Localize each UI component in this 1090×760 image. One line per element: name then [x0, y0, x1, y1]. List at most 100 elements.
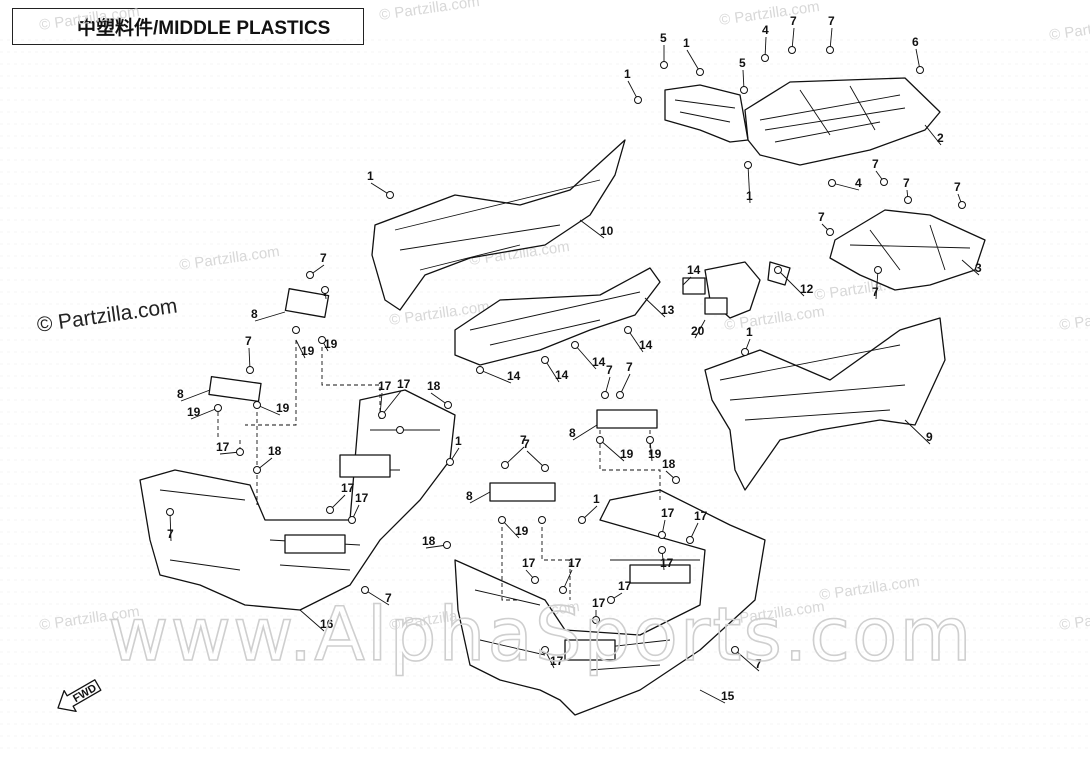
callout-number: 19 — [301, 344, 315, 358]
fastener-bolt — [559, 586, 567, 594]
fastener-bolt — [476, 366, 484, 374]
leader-line — [694, 319, 706, 339]
fastener-bolt — [326, 506, 334, 514]
part-3-plate — [829, 209, 986, 291]
leader-line — [544, 359, 560, 383]
callout-number: 4 — [855, 176, 862, 190]
fastener-bolt — [916, 66, 924, 74]
fastener-bolt — [774, 266, 782, 274]
fastener-bolt — [761, 54, 769, 62]
callout-number: 1 — [683, 36, 690, 50]
callout-number: 5 — [660, 31, 667, 45]
callout-number: 4 — [762, 23, 769, 37]
fastener-bolt — [686, 536, 694, 544]
callout-number: 1 — [624, 67, 631, 81]
fastener-bolt — [386, 191, 394, 199]
fastener-bolt — [498, 516, 506, 524]
fastener-bolt — [828, 179, 836, 187]
watermark-partzilla: © Partzilla.com — [718, 0, 820, 29]
fastener-bolt — [596, 436, 604, 444]
fastener-bolt — [538, 516, 546, 524]
leader-line — [256, 404, 281, 416]
fastener-bolt — [958, 201, 966, 209]
fastener-bolt — [236, 448, 244, 456]
callout-number: 7 — [167, 527, 174, 541]
callout-number: 20 — [691, 324, 705, 338]
leader-line — [504, 446, 525, 466]
fastener-bolt — [826, 228, 834, 236]
fastener-bolt — [253, 466, 261, 474]
callout-number: 17 — [355, 491, 369, 505]
diagram-title-text: 中塑料件/MIDDLE PLASTICS — [77, 18, 331, 39]
callout-number: 16 — [320, 617, 334, 631]
leader-line — [526, 450, 546, 469]
fasteners — [166, 46, 966, 654]
leader-line — [734, 649, 760, 672]
callout-number: 1 — [367, 169, 374, 183]
callout-number: 1 — [746, 189, 753, 203]
leader-line — [469, 491, 491, 504]
callout-number: 7 — [245, 334, 252, 348]
watermark-partzilla: © Partzilla.com — [1048, 13, 1090, 44]
callout-number: 1 — [455, 434, 462, 448]
callout-number: 17 — [378, 379, 392, 393]
fastener-bolt — [361, 586, 369, 594]
leader-line — [924, 124, 942, 146]
callout-number: 19 — [620, 447, 634, 461]
leader-line — [904, 419, 931, 445]
fastener-bolt — [616, 391, 624, 399]
callout-number: 6 — [912, 35, 919, 49]
callout-number: 14 — [507, 369, 521, 383]
callout-number: 7 — [523, 437, 530, 451]
callout-number: 1 — [746, 325, 753, 339]
callout-number: 17 — [661, 506, 675, 520]
callout-number: 7 — [903, 176, 910, 190]
callout-number: 7 — [755, 657, 762, 671]
callout-number: 8 — [569, 426, 576, 440]
fastener-bolt — [321, 286, 329, 294]
callout-number: 17 — [592, 596, 606, 610]
fastener-bolt — [607, 596, 615, 604]
fastener-bolt — [166, 508, 174, 516]
leader-line — [574, 344, 597, 370]
leader-line — [254, 311, 286, 322]
callout-number: 15 — [721, 689, 735, 703]
callout-number: 19 — [515, 524, 529, 538]
leader-line — [579, 219, 605, 239]
fastener-bolt — [624, 326, 632, 334]
callout-number: 17 — [216, 440, 230, 454]
callout-number: 17 — [522, 556, 536, 570]
fastener-bolt — [646, 436, 654, 444]
callout-number: 8 — [251, 307, 258, 321]
assembly-dashed-lines — [217, 340, 661, 601]
watermark-partzilla: © Partzilla.com — [38, 3, 140, 34]
callout-number: 18 — [427, 379, 441, 393]
diagram-title: 中塑料件/MIDDLE PLASTICS — [12, 8, 364, 45]
part-10-side-panel — [371, 139, 626, 311]
leader-line — [831, 182, 860, 191]
leader-line — [479, 369, 512, 384]
leader-line — [572, 424, 598, 441]
part-9-right-fender — [704, 317, 946, 491]
leader-line — [364, 589, 390, 606]
leader-line — [299, 609, 325, 632]
leader-line — [961, 259, 980, 276]
watermark-partzilla: © Partzilla.com — [178, 243, 280, 274]
callout-number: 7 — [872, 285, 879, 299]
leader-line — [644, 297, 666, 318]
callout-number: 8 — [177, 387, 184, 401]
part-15-right-footwell — [454, 489, 766, 716]
callout-number: 5 — [739, 56, 746, 70]
fastener-bolt — [634, 96, 642, 104]
fastener-bolt — [541, 646, 549, 654]
fastener-bolt — [880, 178, 888, 186]
callout-number: 9 — [926, 430, 933, 444]
callout-number: 2 — [937, 131, 944, 145]
callout-number: 18 — [422, 534, 436, 548]
fastener-bolt — [601, 391, 609, 399]
leader-line — [699, 689, 726, 704]
part-2-rack — [664, 77, 941, 166]
leader-line — [381, 390, 402, 416]
callout-number: 19 — [648, 447, 662, 461]
callout-number: 14 — [555, 368, 569, 382]
